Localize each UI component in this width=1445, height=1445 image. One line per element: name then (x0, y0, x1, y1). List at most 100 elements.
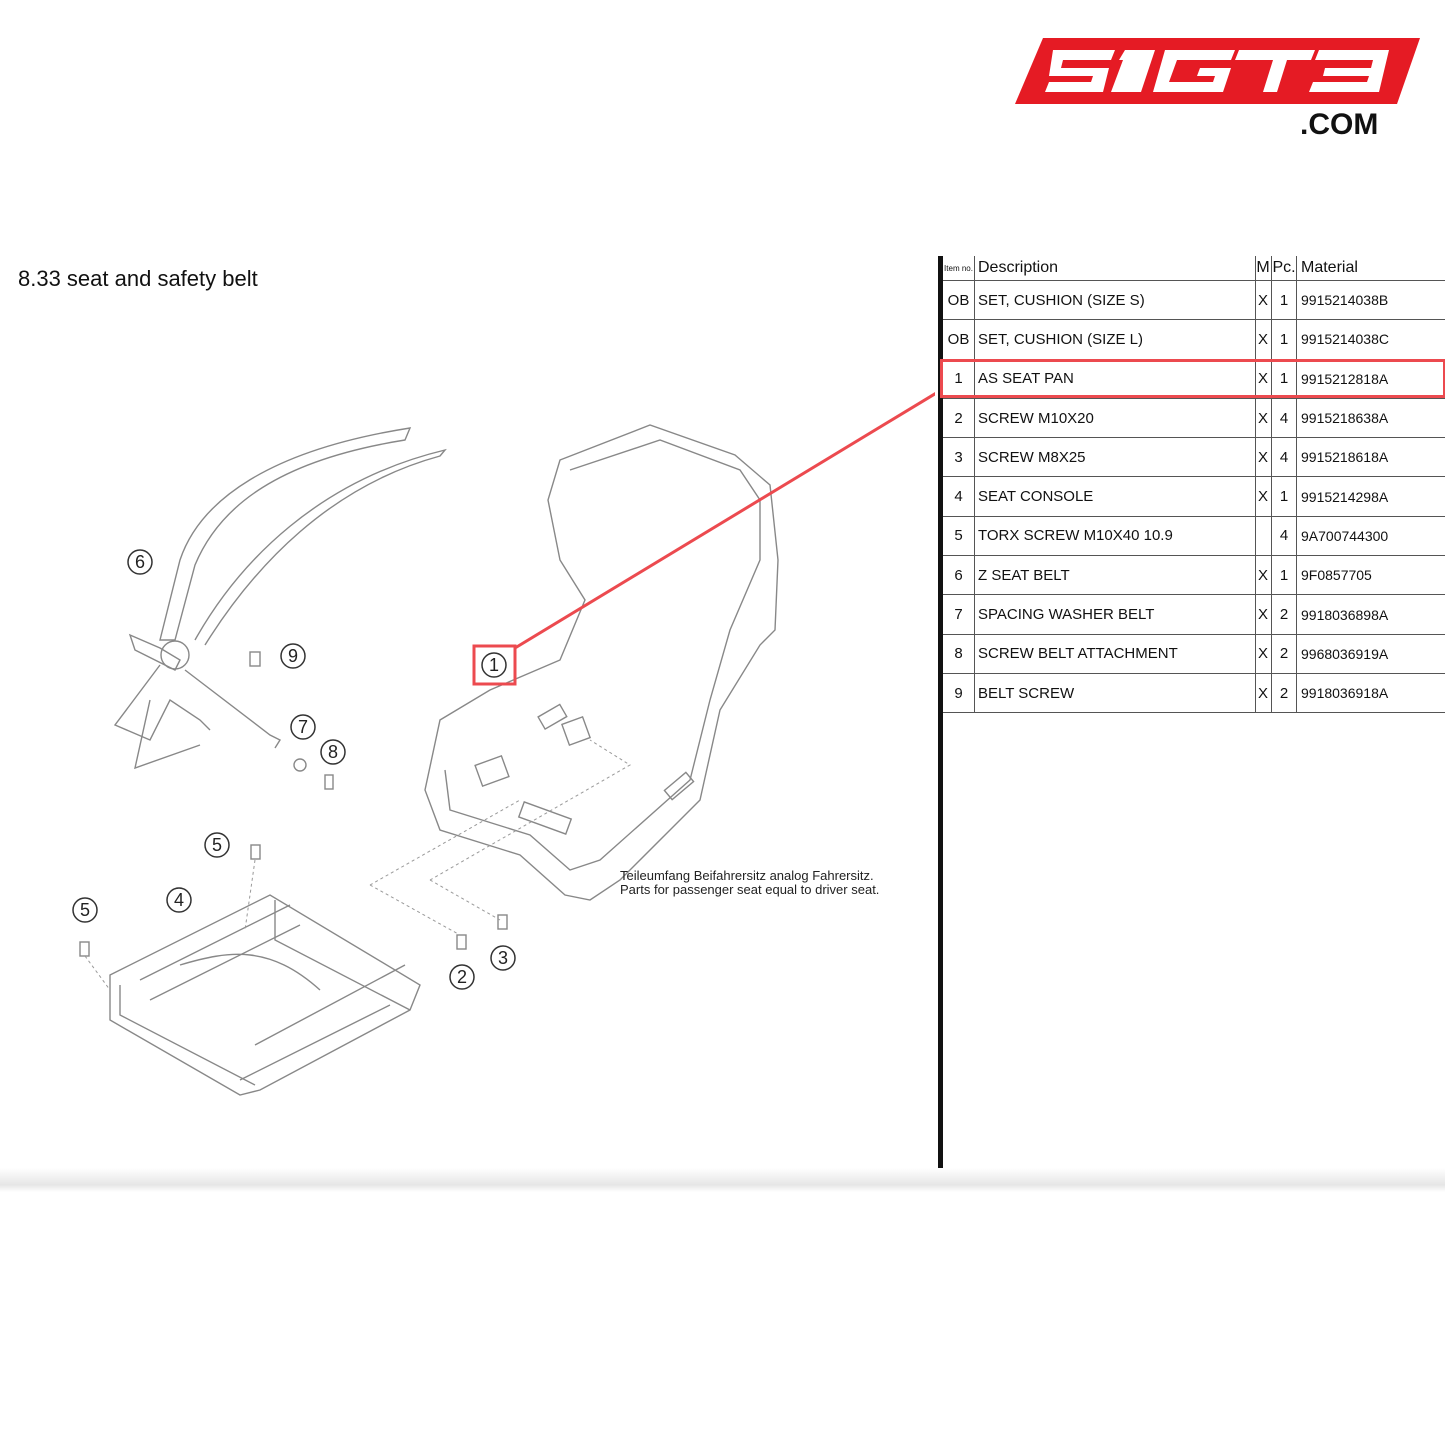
seat-shell-inner (444, 439, 761, 871)
row-item-no: 9 (943, 673, 975, 713)
page-title: 8.33 seat and safety belt (18, 266, 258, 291)
callout-label: 6 (135, 552, 145, 572)
row-m: X (1255, 320, 1272, 359)
row-m: X (1255, 438, 1272, 477)
row-item-no: 7 (943, 595, 975, 634)
row-material: 9915212818A (1301, 370, 1389, 387)
callout-6 (127, 549, 153, 575)
row-material: 9915218638A (1301, 410, 1389, 427)
callout-1 (481, 652, 507, 678)
row-description: SET, CUSHION (SIZE L) (975, 320, 1256, 359)
exploded-parts-diagram: 6 9 7 8 1 5 4 5 2 3 Teileumfang Beifahre… (72, 392, 935, 1096)
row-material: 9918036918A (1301, 685, 1389, 702)
assembly-guide-lines (84, 739, 631, 991)
row-m: X (1255, 634, 1272, 673)
row-m: X (1255, 359, 1272, 398)
row-pc: 4 (1272, 516, 1297, 556)
callout-label: 4 (174, 890, 184, 910)
row-highlight (940, 359, 1445, 398)
row-m: X (1255, 673, 1272, 713)
torx-screw (79, 941, 90, 957)
callout-2 (449, 964, 475, 990)
row-item-no: 4 (943, 477, 975, 516)
row-m (1255, 516, 1272, 556)
seat-console-rail (139, 904, 406, 1081)
row-pc: 1 (1272, 320, 1297, 359)
logo-lettering (1045, 50, 1389, 92)
row-description: SPACING WASHER BELT (975, 595, 1256, 634)
row-material: 9915214298A (1301, 488, 1389, 505)
seat-belt-buckle (128, 633, 181, 671)
row-item-no: 2 (943, 398, 975, 438)
row-pc: 2 (1272, 673, 1297, 713)
row-pc: 4 (1272, 398, 1297, 438)
row-description: TORX SCREW M10X40 10.9 (975, 516, 1256, 556)
row-pc: 2 (1272, 634, 1297, 673)
row-pc: 2 (1272, 595, 1297, 634)
callout-label: 3 (498, 948, 508, 968)
row-description: SCREW BELT ATTACHMENT (975, 634, 1256, 673)
callout-label: 1 (489, 655, 499, 675)
row-material: 9968036919A (1301, 645, 1389, 662)
seat-console-cable (179, 953, 321, 991)
seat-belt-strap (184, 669, 282, 749)
row-material: 9915218618A (1301, 449, 1389, 466)
row-description: SCREW M8X25 (975, 438, 1256, 477)
row-pc: 1 (1272, 359, 1297, 398)
seat-slot (561, 716, 591, 746)
spacing-washer (293, 758, 307, 772)
row-item-no: 1 (943, 359, 975, 398)
seat-shell (424, 424, 779, 901)
seat-belt-buckle (160, 640, 190, 670)
header-material: Material (1301, 259, 1358, 276)
callout-leader-line (514, 392, 935, 650)
logo-domain-suffix: .COM (1300, 108, 1379, 141)
row-pc: 1 (1272, 477, 1297, 516)
callout-label: 7 (298, 717, 308, 737)
header-description: Description (975, 256, 1256, 280)
brand-logo[interactable] (1005, 30, 1420, 145)
seat-slot (517, 801, 573, 835)
row-item-no: 5 (943, 516, 975, 556)
row-item-no: 3 (943, 438, 975, 477)
callout-3 (490, 945, 516, 971)
callout-label: 2 (457, 967, 467, 987)
row-description: SCREW M10X20 (975, 398, 1256, 438)
row-pc: 4 (1272, 438, 1297, 477)
row-material: 9915214038B (1301, 292, 1389, 309)
row-item-no: 8 (943, 634, 975, 673)
header-item-no: Item no. (943, 256, 975, 280)
seat-belt-strap (194, 448, 447, 646)
seat-belt-strap (134, 699, 201, 770)
row-description: AS SEAT PAN (975, 359, 1256, 398)
seat-slot (474, 754, 510, 788)
diagram-note-en: Parts for passenger seat equal to driver… (620, 882, 879, 897)
callout-label: 8 (328, 742, 338, 762)
header-m: M (1255, 256, 1272, 280)
callout-label: 5 (80, 900, 90, 920)
belt-attachment-screw (324, 774, 334, 790)
row-description: SEAT CONSOLE (975, 477, 1256, 516)
seat-console-frame (119, 900, 411, 1086)
seat-console (109, 894, 421, 1096)
callout-label: 9 (288, 646, 298, 666)
row-material: 9915214038C (1301, 331, 1389, 348)
row-material: 9A700744300 (1301, 527, 1389, 544)
callout-label: 5 (212, 835, 222, 855)
row-m: X (1255, 556, 1272, 595)
seat-screw (456, 934, 467, 950)
row-m: X (1255, 398, 1272, 438)
parts-table-header: Item no. Description M Pc. Material (943, 256, 1445, 281)
